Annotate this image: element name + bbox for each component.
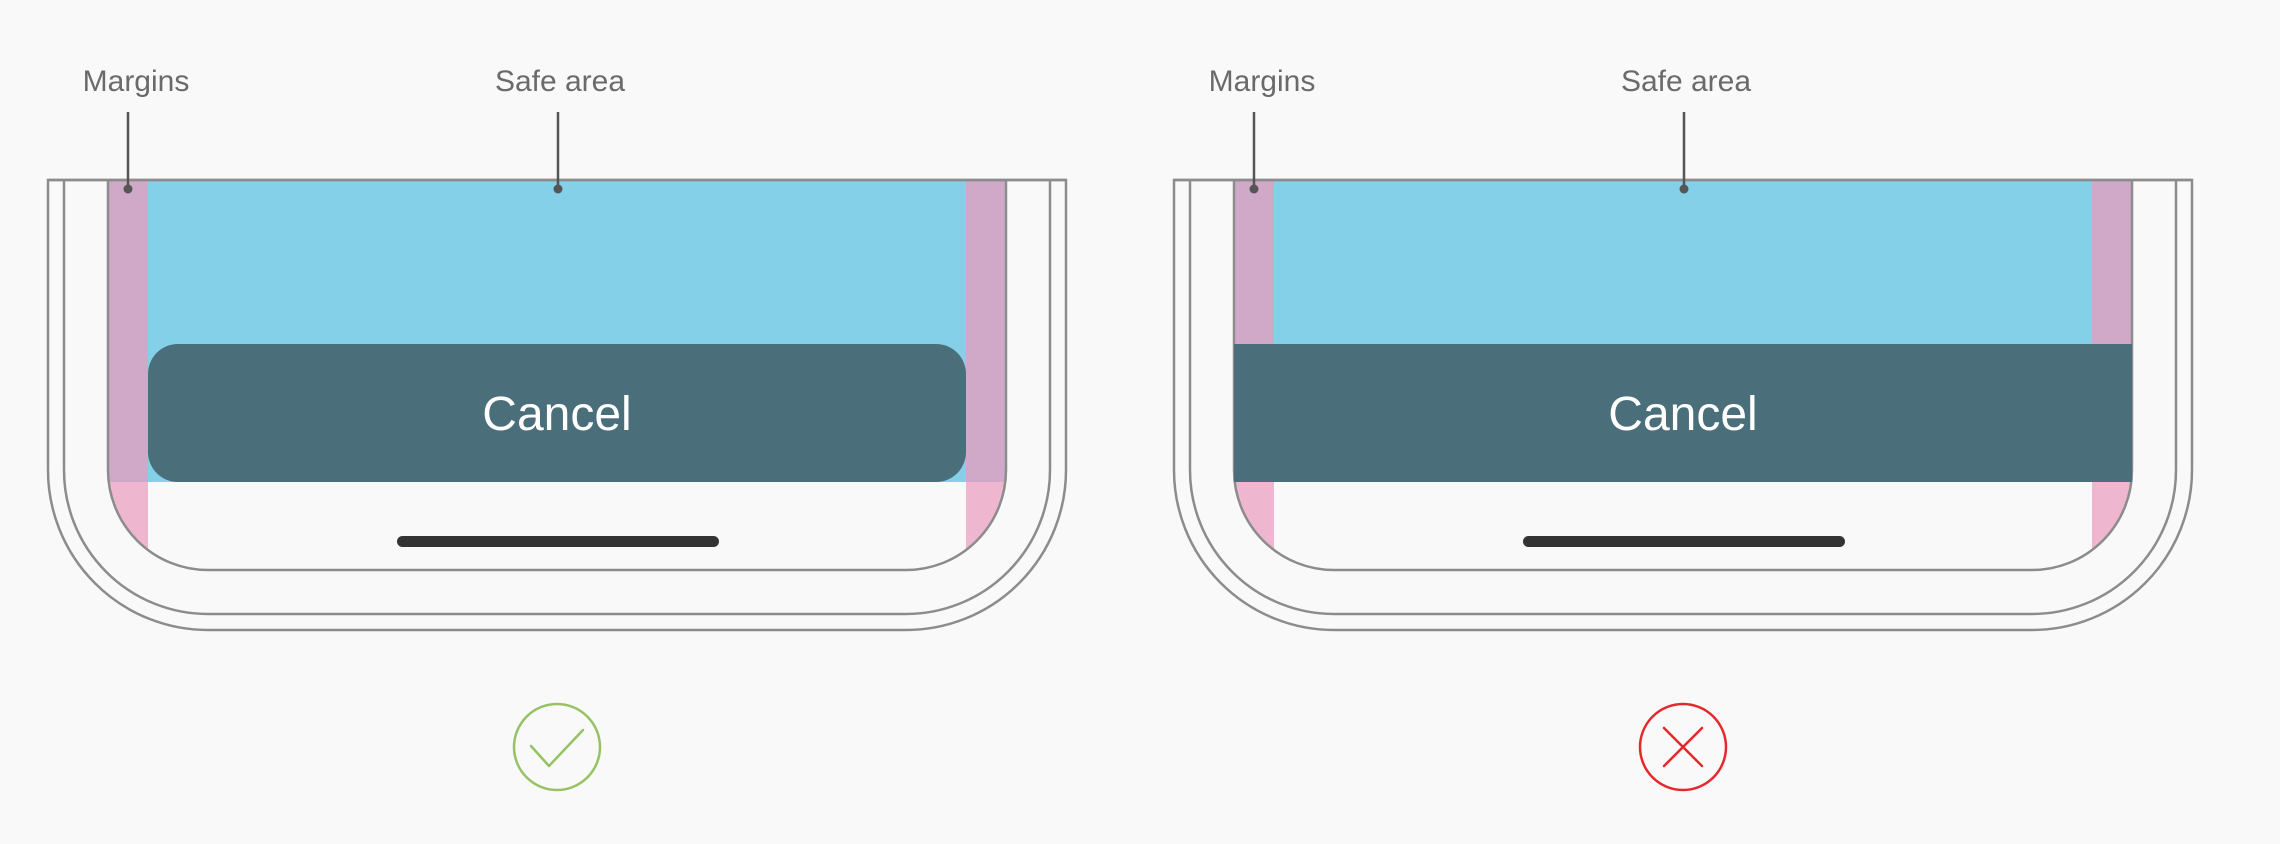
cancel-button[interactable] xyxy=(148,344,966,482)
safe-area-label: Safe area xyxy=(495,65,625,98)
device-outline-inner xyxy=(1188,180,2178,616)
screen-outline xyxy=(1232,180,2134,572)
margins-leader-dot xyxy=(123,184,133,194)
left-margin-region xyxy=(108,180,148,482)
device-outline-inner xyxy=(62,180,1052,616)
home-indicator xyxy=(1523,536,1845,547)
cancel-button-label: Cancel xyxy=(1608,388,1757,441)
margins-label: Margins xyxy=(83,65,190,98)
cancel-button-label: Cancel xyxy=(482,388,631,441)
x-circle-icon xyxy=(1638,702,1728,792)
diagram-incorrect: Cancel Margins Safe area xyxy=(1172,65,2194,792)
device-outline-outer xyxy=(1172,178,2194,632)
margins-leader-dot xyxy=(1249,184,1259,194)
safe-area-label: Safe area xyxy=(1621,65,1751,98)
cancel-button[interactable] xyxy=(1234,344,2132,482)
home-indicator xyxy=(397,536,719,547)
right-margin-region xyxy=(966,180,1006,482)
screen-outline xyxy=(106,180,1008,572)
safe-area-leader-dot xyxy=(553,184,563,194)
safe-area-leader-dot xyxy=(1679,184,1689,194)
diagram-correct: Cancel Margins Safe area xyxy=(46,65,1068,792)
margins-label: Margins xyxy=(1209,65,1316,98)
device-outline-outer xyxy=(46,178,1068,632)
checkmark-circle-icon xyxy=(512,702,602,792)
